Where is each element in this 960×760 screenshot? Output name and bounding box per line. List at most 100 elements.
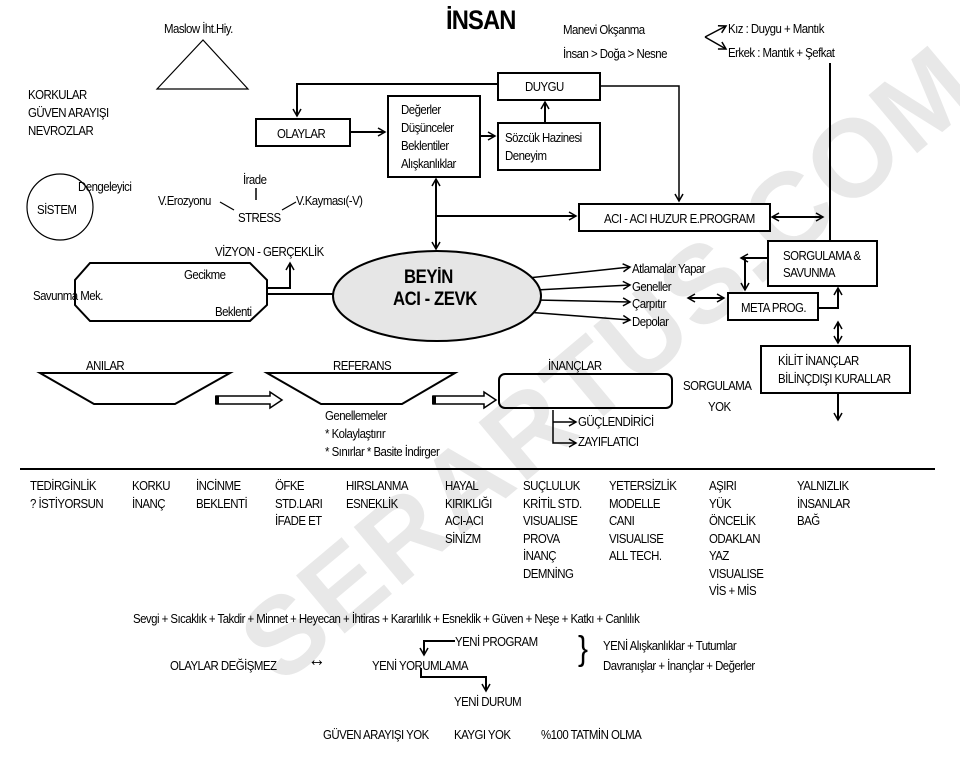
emotion-column-line: ÖNCELİK bbox=[709, 513, 756, 528]
maslow-label: Maslow İht.Hiy. bbox=[164, 21, 233, 36]
emotion-column-line: ACI-ACI bbox=[445, 513, 484, 528]
emotion-column-line: PROVA bbox=[523, 530, 560, 546]
memories-label: ANILAR bbox=[86, 358, 125, 373]
emotion-column-line: VİS + MİS bbox=[709, 583, 757, 598]
emotion-column-line: YÜK bbox=[709, 495, 731, 511]
emotion-column-line: ? İSTİYORSUN bbox=[30, 495, 104, 511]
emotion-column-line: BEKLENTİ bbox=[196, 495, 248, 511]
emotion-column: YETERSİZLİK MODELLE CANI VISUALISE ALL TECH. bbox=[609, 477, 677, 565]
events-label: OLAYLAR bbox=[277, 126, 326, 141]
vocab-line: Sözcük Hazinesi bbox=[505, 130, 582, 145]
key-beliefs-line: BİLİNÇDIŞI KURALLAR bbox=[778, 371, 891, 386]
emotion-column-line: CANI bbox=[609, 513, 635, 528]
program-label: ACI - ACI HUZUR E.PROGRAM bbox=[604, 211, 755, 226]
brace-icon: } bbox=[578, 630, 588, 668]
brain-output: Depolar bbox=[632, 314, 669, 329]
emotion-column-line: MODELLE bbox=[609, 495, 661, 511]
system-circle bbox=[26, 173, 94, 241]
emotion-column-line: VISUALISE bbox=[609, 530, 664, 546]
vocab-box: Sözcük Hazinesi Deneyim bbox=[497, 122, 601, 171]
hollow-arrow bbox=[215, 390, 284, 410]
emotion-column-line: AŞIRI bbox=[709, 478, 737, 493]
erosion-label: V.Erozyonu bbox=[158, 193, 211, 208]
emotion-column-line: STD.LARI bbox=[275, 495, 323, 511]
emotion-column-line: YAZ bbox=[709, 548, 729, 563]
values-line: Değerler bbox=[401, 102, 441, 117]
emotion-column-line: HIRSLANMA bbox=[346, 478, 409, 493]
questioning-line: SORGULAMA & bbox=[783, 248, 861, 263]
double-arrow-icon: ↔ bbox=[308, 649, 326, 671]
emotion-column-line: KRİTİL STD. bbox=[523, 495, 582, 511]
generalizations-line: Genellemeler bbox=[325, 408, 387, 423]
beliefs-label: İNANÇLAR bbox=[548, 358, 602, 373]
spiritual-line-2: İnsan > Doğa > Nesne bbox=[563, 46, 667, 61]
defense-octagon bbox=[74, 262, 268, 322]
brain-output: Çarpıtır bbox=[632, 296, 666, 311]
emotion-column-line: TEDİRGİNLİK bbox=[30, 478, 97, 493]
fears-1: KORKULAR bbox=[28, 87, 87, 102]
questioning-box: SORGULAMA & SAVUNMA bbox=[767, 240, 878, 287]
weakening-label: ZAYIFLATICI bbox=[578, 434, 639, 449]
emotion-column-line: ALL TECH. bbox=[609, 548, 662, 563]
new-interpretation: YENİ YORUMLAMA bbox=[372, 658, 469, 673]
hollow-arrow bbox=[432, 390, 498, 410]
new-state: YENİ DURUM bbox=[454, 694, 522, 709]
emotion-column-line: İNCİNME bbox=[196, 478, 241, 493]
emotion-column-line: VISUALISE bbox=[709, 565, 764, 581]
outcome: KAYGI YOK bbox=[454, 727, 511, 742]
emotion-column: AŞIRI YÜK ÖNCELİK ODAKLAN YAZ VISUALISE VİS + … bbox=[709, 477, 764, 600]
emotion-column-line: İNSANLAR bbox=[797, 495, 851, 511]
system-label: SİSTEM bbox=[37, 202, 77, 217]
no-question-1: SORGULAMA bbox=[683, 378, 752, 393]
events-box: OLAYLAR bbox=[255, 118, 351, 147]
values-line: Alışkanlıklar bbox=[401, 156, 456, 171]
balancer-label: Dengeleyici bbox=[78, 179, 132, 194]
empowering-label: GÜÇLENDİRİCİ bbox=[578, 414, 654, 429]
boy-label: Erkek : Mantık + Şefkat bbox=[728, 45, 835, 60]
reference-trapezoid bbox=[263, 372, 459, 405]
questioning-line: SAVUNMA bbox=[783, 265, 836, 280]
maslow-triangle bbox=[155, 39, 250, 90]
feelings-line: Sevgi + Sıcaklık + Takdir + Minnet + Hey… bbox=[133, 611, 640, 626]
behaviors: Davranışlar + İnançlar + Değerler bbox=[603, 658, 755, 673]
brain-title: BEYİN bbox=[404, 267, 453, 288]
brain-ellipse bbox=[332, 250, 542, 342]
emotion-column-line: HAYAL bbox=[445, 478, 479, 493]
emotion-label: DUYGU bbox=[525, 79, 564, 94]
emotion-column: HAYAL KIRIKLIĞI ACI-ACI SİNİZM bbox=[445, 477, 492, 547]
emotion-column-line: ODAKLAN bbox=[709, 530, 761, 546]
delay-label: Gecikme bbox=[184, 267, 226, 282]
defense-label: Savunma Mek. bbox=[33, 288, 103, 303]
spiritual-line-1: Manevi Okşanma bbox=[563, 22, 645, 37]
emotion-column-line: YETERSİZLİK bbox=[609, 478, 677, 493]
values-line: Düşünceler bbox=[401, 120, 454, 135]
no-question-2: YOK bbox=[708, 399, 731, 414]
emotion-column: HIRSLANMA ESNEKLİK bbox=[346, 477, 409, 512]
emotion-column: TEDİRGİNLİK ? İSTİYORSUN bbox=[30, 477, 104, 512]
generalizations-line: * Sınırlar * Basite İndirger bbox=[325, 444, 440, 459]
emotion-column-line: SUÇLULUK bbox=[523, 478, 580, 493]
fears-3: NEVROZLAR bbox=[28, 123, 94, 138]
emotion-column-line: DEMNİNG bbox=[523, 565, 574, 581]
reference-label: REFERANS bbox=[333, 358, 392, 373]
stress-label: STRESS bbox=[238, 210, 281, 225]
emotion-column-line: YALNIZLIK bbox=[797, 478, 849, 493]
will-label: İrade bbox=[243, 172, 267, 187]
brain-output: Atlamalar Yapar bbox=[632, 261, 706, 276]
values-box: Değerler Düşünceler Beklentiler Alışkanl… bbox=[387, 95, 481, 178]
emotion-column-line: VISUALISE bbox=[523, 513, 578, 528]
emotion-column-line: ESNEKLİK bbox=[346, 495, 398, 511]
emotion-column-line: KORKU bbox=[132, 478, 171, 493]
emotion-column-line: İFADE ET bbox=[275, 513, 322, 528]
values-line: Beklentiler bbox=[401, 138, 449, 153]
emotion-column-line: SİNİZM bbox=[445, 530, 481, 546]
emotion-column-line: KIRIKLIĞI bbox=[445, 495, 492, 511]
program-box: ACI - ACI HUZUR E.PROGRAM bbox=[578, 203, 771, 232]
memories-trapezoid bbox=[36, 372, 234, 405]
meta-box: META PROG. bbox=[727, 292, 819, 321]
